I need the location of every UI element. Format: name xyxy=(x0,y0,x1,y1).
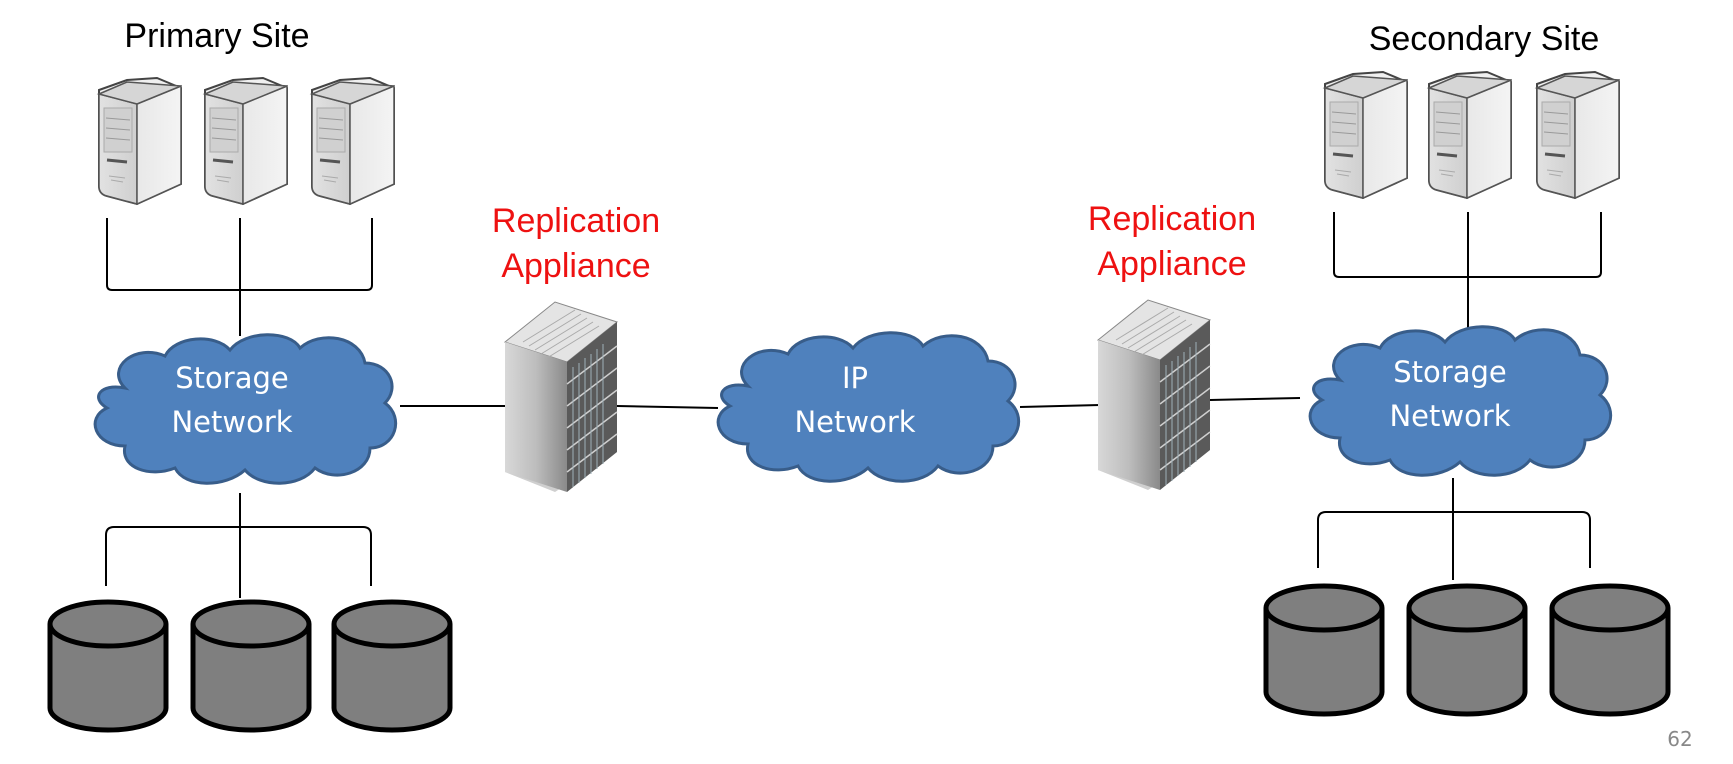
server-icon xyxy=(1535,70,1621,200)
right-appliance-label-2: Appliance xyxy=(1097,245,1246,283)
replication-appliance-icon xyxy=(504,301,618,493)
disk-icon xyxy=(334,602,450,730)
disk-icon xyxy=(1266,586,1382,714)
ip-network-cloud: IP Network xyxy=(716,331,1021,483)
ip-network-label-1: IP xyxy=(842,361,868,395)
secondary-site-title: Secondary Site xyxy=(1369,20,1600,58)
primary-storage-network-cloud: Storage Network xyxy=(93,333,398,485)
disk-icon xyxy=(50,602,166,730)
secondary-storage-network-label-2: Network xyxy=(1389,399,1510,433)
primary-disks xyxy=(50,602,450,730)
primary-site-title: Primary Site xyxy=(124,17,309,55)
server-icon xyxy=(310,76,396,206)
right-appliance-label-1: Replication xyxy=(1088,200,1256,238)
left-appliance-label-2: Appliance xyxy=(501,247,650,285)
left-appliance-label-1: Replication xyxy=(492,202,660,240)
ip-network-label-2: Network xyxy=(794,405,915,439)
disk-icon xyxy=(193,602,309,730)
disk-icon xyxy=(1552,586,1668,714)
server-icon xyxy=(97,76,183,206)
page-number: 62 xyxy=(1667,727,1692,751)
secondary-server-bus xyxy=(1333,212,1602,330)
server-icon xyxy=(1323,70,1409,200)
primary-server-bus xyxy=(106,218,373,336)
secondary-storage-network-cloud: Storage Network xyxy=(1308,325,1613,477)
primary-storage-network-label-1: Storage xyxy=(175,361,288,395)
secondary-servers xyxy=(1323,70,1621,200)
secondary-disk-bus xyxy=(1317,478,1591,580)
primary-storage-network-label-2: Network xyxy=(171,405,292,439)
primary-servers xyxy=(97,76,396,206)
disk-icon xyxy=(1409,586,1525,714)
server-icon xyxy=(1427,70,1513,200)
link-appliance-to-secondary xyxy=(1209,397,1301,401)
server-icon xyxy=(203,76,289,206)
link-appliance-to-ip xyxy=(616,405,719,409)
secondary-storage-network-label-1: Storage xyxy=(1393,355,1506,389)
replication-appliance-icon xyxy=(1097,299,1211,491)
link-ip-to-appliance xyxy=(1019,404,1101,408)
primary-disk-bus xyxy=(105,493,372,598)
secondary-disks xyxy=(1266,586,1668,714)
